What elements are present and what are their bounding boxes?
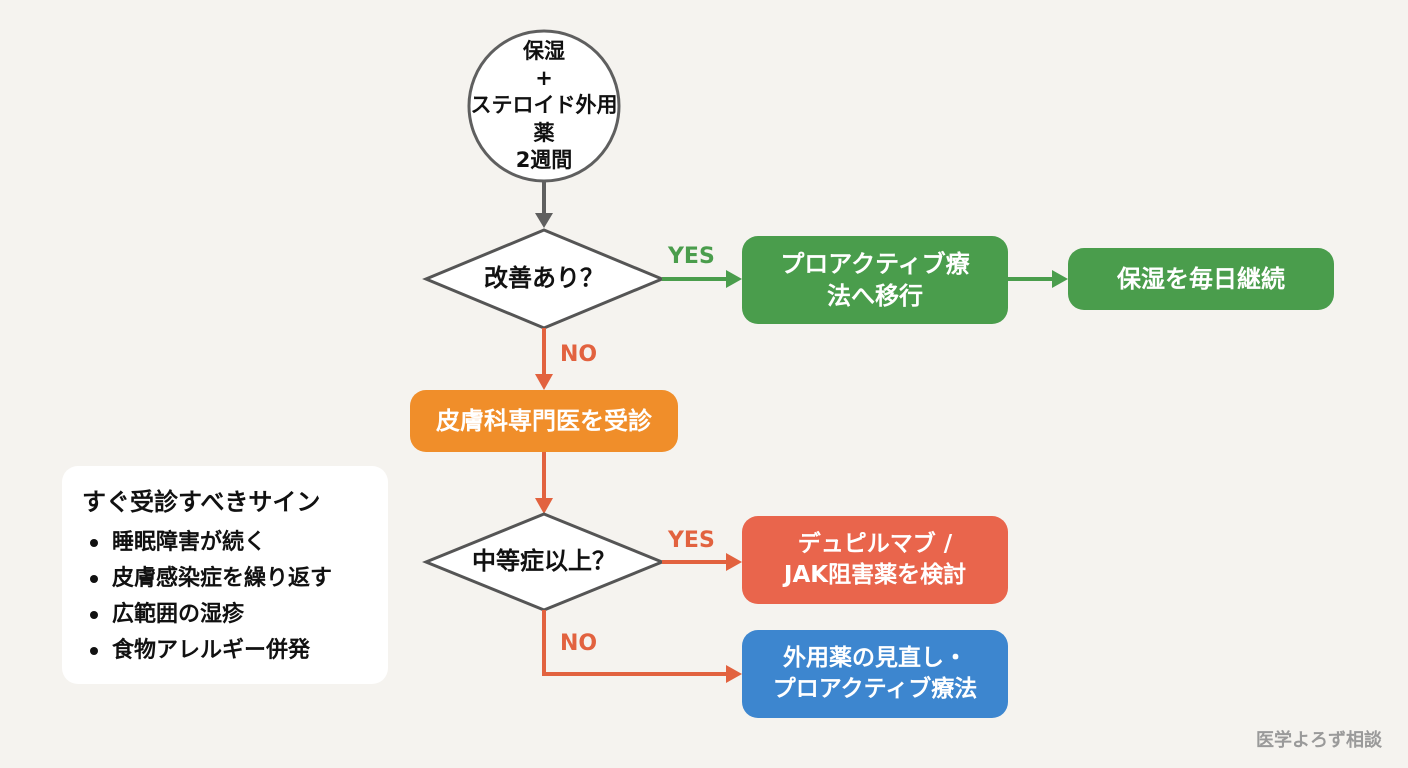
review-line-2: プロアクティブ療法	[772, 676, 978, 702]
proactive-box	[742, 236, 1008, 324]
start-line-4: 2週間	[515, 147, 573, 172]
dermatologist-text: 皮膚科専門医を受診	[410, 390, 678, 452]
moisturize-box	[1068, 248, 1334, 310]
list-item: 睡眠障害が続く	[90, 525, 388, 561]
arrow-head-moisturize	[1052, 270, 1068, 288]
warning-signs-title: すぐ受診すべきサイン	[82, 488, 321, 516]
dupilumab-line-1: デュピルマブ /	[797, 530, 953, 557]
dermatologist-line-1: 皮膚科専門医を受診	[436, 406, 652, 435]
dupilumab-line-2: JAK阻害薬を検討	[783, 562, 967, 588]
dermatologist-box	[410, 390, 678, 452]
arrow-no2	[542, 610, 732, 676]
decision1-text: 改善あり？	[444, 255, 644, 303]
warning-signs-list: 睡眠障害が続く 皮膚感染症を繰り返す 広範囲の湿疹 食物アレルギー併発	[82, 525, 388, 669]
dupilumab-text: デュピルマブ / JAK阻害薬を検討	[742, 516, 1008, 604]
sign-item-4: 食物アレルギー併発	[112, 638, 311, 663]
decision2-label: 中等症以上？	[472, 547, 616, 576]
start-line-1: 保湿	[523, 38, 565, 63]
dupilumab-box	[742, 516, 1008, 604]
decision2-text: 中等症以上？	[444, 538, 644, 586]
list-item: 皮膚感染症を繰り返す	[90, 561, 388, 597]
arrow-head-yes1	[726, 270, 742, 288]
proactive-line-2: 法へ移行	[827, 282, 923, 310]
arrow-head-decision2	[535, 498, 553, 514]
bullet-icon	[90, 611, 98, 619]
sign-item-1: 睡眠障害が続く	[112, 530, 267, 555]
list-item: 広範囲の湿疹	[90, 597, 388, 633]
watermark: 医学よろず相談	[1256, 730, 1382, 751]
arrow-head-start	[535, 213, 553, 228]
list-item: 食物アレルギー併発	[90, 633, 388, 669]
sign-item-3: 広範囲の湿疹	[112, 602, 245, 627]
bullet-icon	[90, 647, 98, 655]
review-text: 外用薬の見直し・ プロアクティブ療法	[742, 630, 1008, 718]
review-line-1: 外用薬の見直し・	[783, 644, 967, 671]
arrow-head-no2	[726, 665, 742, 683]
moisturize-text: 保湿を毎日継続	[1068, 248, 1334, 310]
edge-label-no2: NO	[560, 631, 598, 656]
start-line-2: +	[535, 66, 553, 91]
decision1-label: 改善あり？	[484, 264, 604, 293]
moisturize-line-1: 保湿を毎日継続	[1117, 264, 1285, 293]
bullet-icon	[90, 575, 98, 583]
start-node-text: 保湿 + ステロイド外用薬 2週間	[469, 31, 619, 181]
sign-item-2: 皮膚感染症を繰り返す	[112, 566, 333, 591]
edge-label-yes1: YES	[668, 244, 715, 269]
arrow-head-yes2	[726, 553, 742, 571]
proactive-line-1: プロアクティブ療	[780, 249, 970, 278]
arrow-head-no1	[535, 374, 553, 390]
edge-label-yes2: YES	[668, 528, 715, 553]
bullet-icon	[90, 539, 98, 547]
review-box	[742, 630, 1008, 718]
proactive-text: プロアクティブ療 法へ移行	[742, 236, 1008, 324]
warning-signs-panel: すぐ受診すべきサイン 睡眠障害が続く 皮膚感染症を繰り返す 広範囲の湿疹 食物ア…	[62, 466, 388, 684]
edge-label-no1: NO	[560, 342, 598, 367]
start-line-3: ステロイド外用薬	[470, 93, 618, 145]
